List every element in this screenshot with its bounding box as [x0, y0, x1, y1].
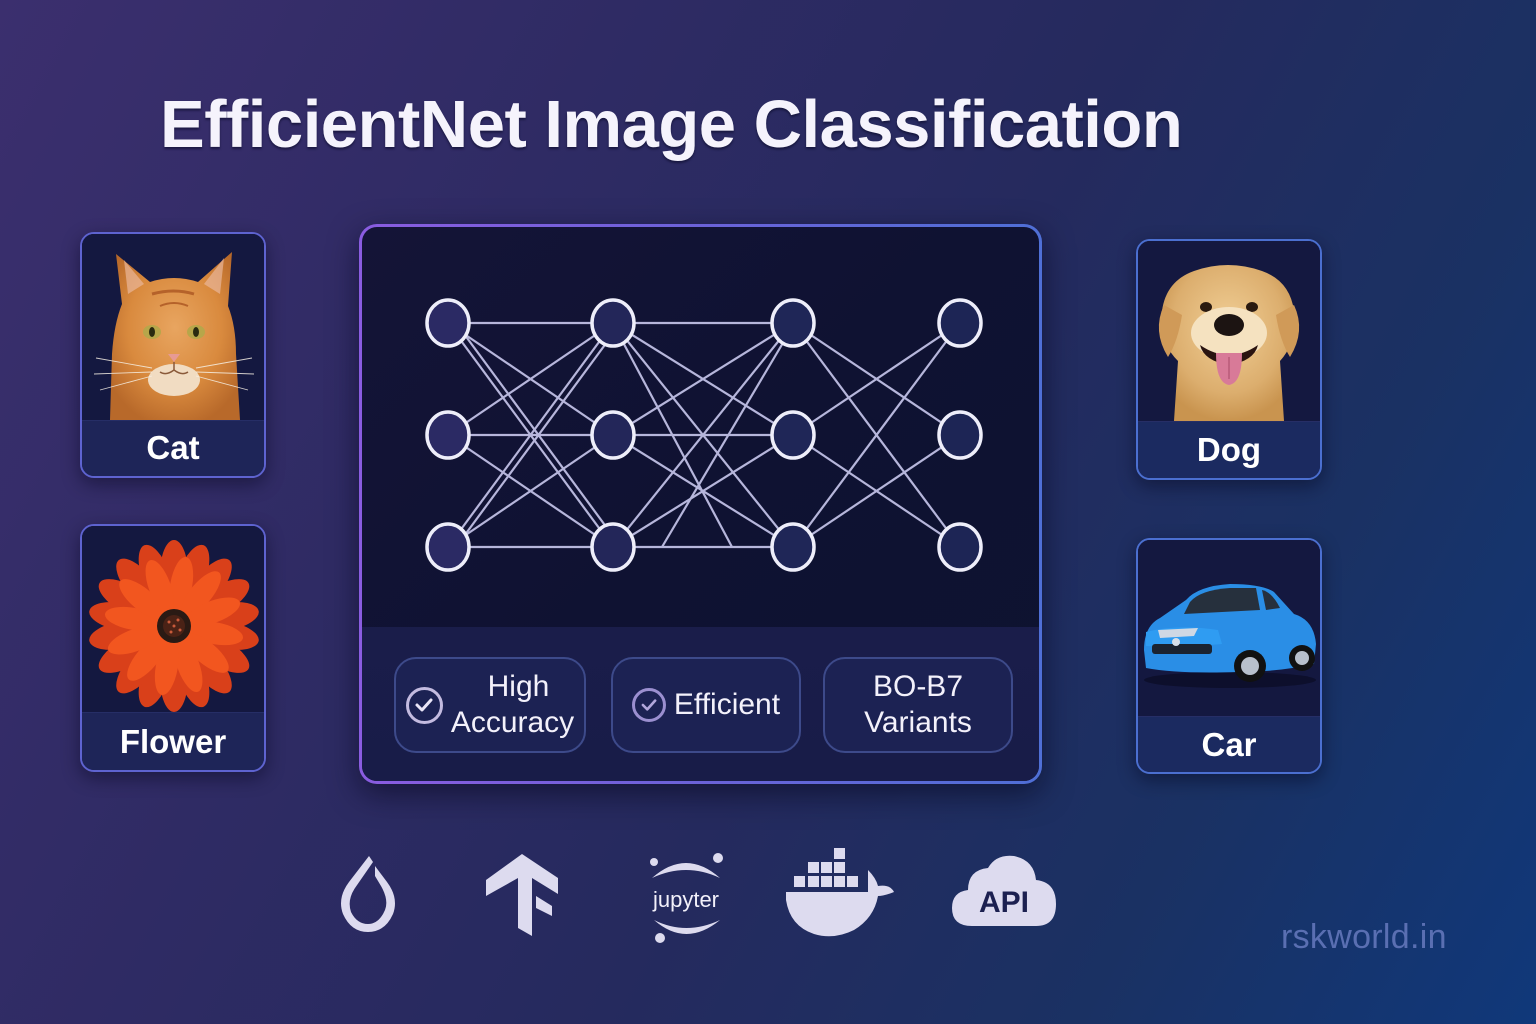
nn-node [770, 298, 816, 348]
badge-text-line2: Variants [864, 706, 972, 739]
docker-icon [786, 848, 894, 937]
feature-badges: High Accuracy Efficient BO-B7 Variants [362, 627, 1039, 781]
class-card-car: Car [1136, 538, 1322, 774]
cat-image [82, 234, 264, 420]
svg-text:jupyter: jupyter [652, 887, 719, 912]
class-label-cat: Cat [82, 420, 264, 476]
car-image [1138, 540, 1320, 716]
badge-high-accuracy: High Accuracy [394, 657, 586, 753]
svg-text:API: API [979, 886, 1029, 919]
nn-node [770, 410, 816, 460]
nn-node [425, 298, 471, 348]
class-card-flower: Flower [80, 524, 266, 772]
class-card-cat: Cat [80, 232, 266, 478]
pytorch-icon [341, 856, 395, 932]
badge-efficient: Efficient [611, 657, 801, 753]
jupyter-icon: jupyter [650, 853, 723, 943]
class-label-flower: Flower [82, 712, 264, 770]
check-circle-icon [631, 688, 666, 722]
tensorflow-icon [486, 854, 558, 936]
nn-node [590, 522, 636, 572]
nn-node [590, 410, 636, 460]
badge-text-line1: Efficient [673, 688, 781, 721]
nn-node [937, 410, 983, 460]
badge-variants: BO-B7 Variants [823, 657, 1013, 753]
badge-text-line1: BO-B7 [872, 670, 963, 703]
page-title: EfficientNet Image Classification [160, 87, 1183, 162]
nn-node [425, 410, 471, 460]
nn-node [937, 522, 983, 572]
class-label-car: Car [1138, 716, 1320, 772]
class-label-dog: Dog [1138, 421, 1320, 478]
flower-image [82, 526, 264, 712]
badge-text-line1: High [487, 670, 550, 703]
class-card-dog: Dog [1136, 239, 1322, 480]
nn-node [590, 298, 636, 348]
api-cloud-icon: API [952, 855, 1056, 926]
neural-network-diagram [425, 298, 983, 572]
check-circle-icon [405, 686, 443, 724]
nn-node [770, 522, 816, 572]
watermark: rskworld.in [1281, 918, 1447, 956]
badge-text-line2: Accuracy [450, 706, 575, 739]
dog-image [1138, 241, 1320, 421]
nn-node [937, 298, 983, 348]
nn-node [425, 522, 471, 572]
model-panel: High Accuracy Efficient BO-B7 Variants [359, 224, 1042, 784]
